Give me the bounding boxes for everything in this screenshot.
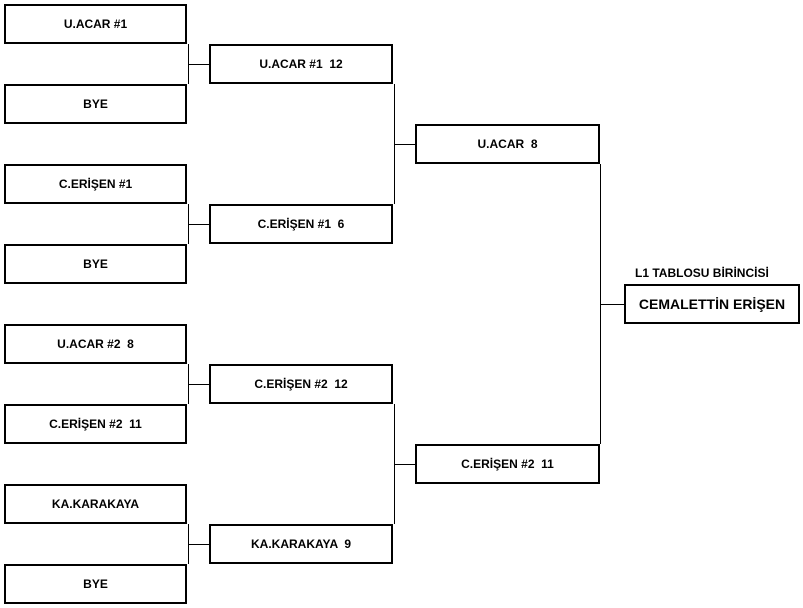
connector-final-horizontal (600, 304, 624, 305)
round2-slot-4: KA.KARAKAYA 9 (209, 524, 393, 564)
connector-r1-pair4-horizontal (188, 544, 209, 545)
connector-r1-pair1-horizontal (188, 64, 209, 65)
round1-slot-5: U.ACAR #2 8 (4, 324, 187, 364)
connector-r1-pair3-horizontal (188, 384, 209, 385)
champion-title: L1 TABLOSU BİRİNCİSİ (635, 266, 769, 280)
connector-r2-pair1-horizontal (394, 144, 415, 145)
connector-r1-pair2-horizontal (188, 224, 209, 225)
round1-slot-4: BYE (4, 244, 187, 284)
champion-box: CEMALETTİN ERİŞEN (624, 284, 800, 324)
round3-slot-2: C.ERİŞEN #2 11 (415, 444, 600, 484)
round1-slot-6: C.ERİŞEN #2 11 (4, 404, 187, 444)
connector-r2-pair2-horizontal (394, 464, 415, 465)
round2-slot-3: C.ERİŞEN #2 12 (209, 364, 393, 404)
round3-slot-1: U.ACAR 8 (415, 124, 600, 164)
round1-slot-3: C.ERİŞEN #1 (4, 164, 187, 204)
round1-slot-8: BYE (4, 564, 187, 604)
round2-slot-2: C.ERİŞEN #1 6 (209, 204, 393, 244)
round2-slot-1: U.ACAR #1 12 (209, 44, 393, 84)
round1-slot-2: BYE (4, 84, 187, 124)
round1-slot-7: KA.KARAKAYA (4, 484, 187, 524)
round1-slot-1: U.ACAR #1 (4, 4, 187, 44)
